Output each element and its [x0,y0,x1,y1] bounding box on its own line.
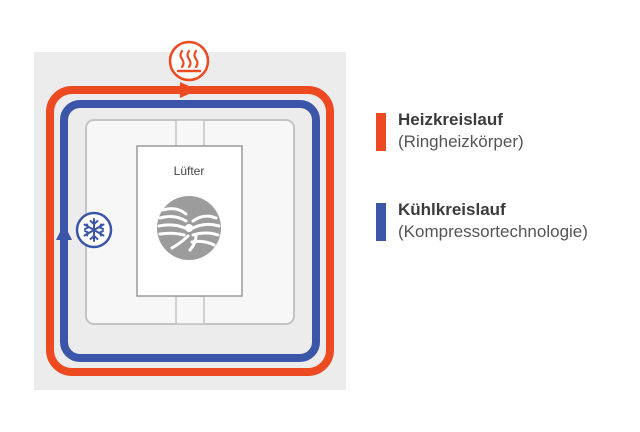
heating-subtitle: (Ringheizkörper) [398,132,524,151]
fan-label: Lüfter [174,164,205,178]
fan-box [136,145,243,297]
cooling-arrow [56,224,72,240]
heating-swatch [376,113,386,151]
heating-icon [168,40,210,82]
connector-top [175,119,205,149]
cooling-swatch [376,203,386,241]
connector-bottom [175,295,205,325]
heating-arrow [180,82,198,98]
heating-title: Heizkreislauf [398,110,503,129]
cooling-subtitle: (Kompressortechnologie) [398,222,588,241]
fan-icon [157,196,221,260]
snowflake-icon [75,211,113,249]
cooling-title: Kühlkreislauf [398,200,506,219]
